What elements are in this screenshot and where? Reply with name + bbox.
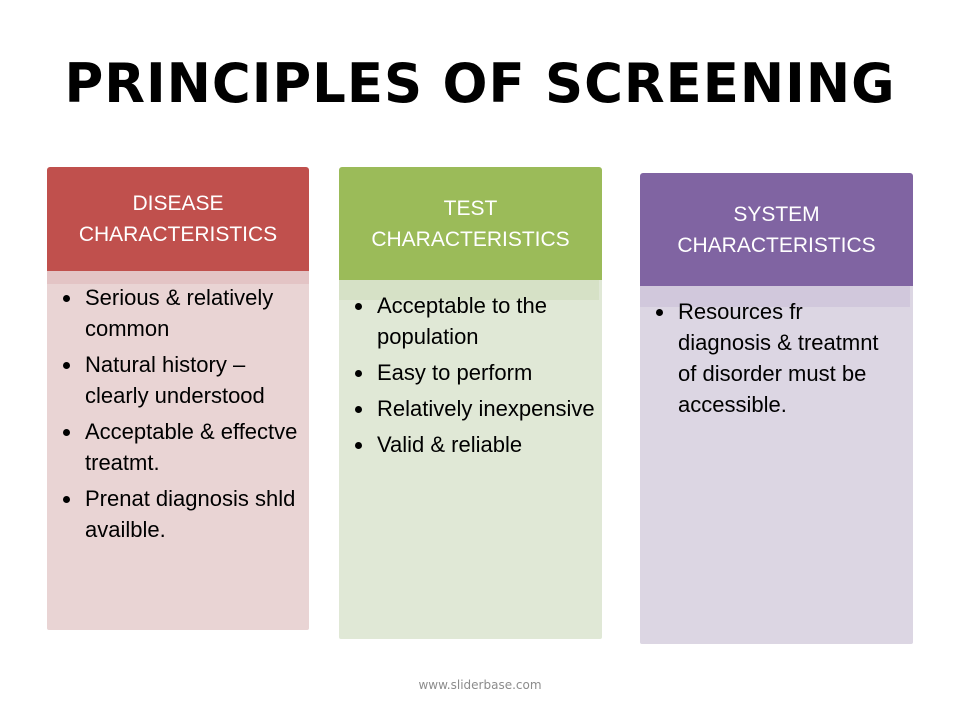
column-body	[640, 286, 913, 644]
list-item: Acceptable to the population	[353, 290, 598, 352]
test-characteristics-column: TEST CHARACTERISTICS Acceptable to the p…	[339, 167, 602, 639]
header-line-1: SYSTEM	[733, 202, 820, 226]
bullet-icon	[63, 429, 70, 436]
header-line-2: CHARACTERISTICS	[78, 223, 278, 246]
list-item: Prenat diagnosis shld availble.	[61, 483, 301, 545]
column-body	[339, 280, 602, 639]
bullet-icon	[656, 309, 663, 316]
bullet-icon	[355, 442, 362, 449]
footer-source: www.sliderbase.com	[418, 678, 542, 692]
bullet-icon	[63, 496, 70, 503]
list-item: Resources fr diagnosis & treatmnt of dis…	[654, 296, 899, 420]
bullet-icon	[63, 362, 70, 369]
column-header: TEST CHARACTERISTICS	[339, 167, 602, 280]
system-characteristics-column: SYSTEM CHARACTERISTICS Resources fr diag…	[640, 173, 913, 644]
header-line-1: TEST	[443, 196, 498, 220]
header-line-2: CHARACTERISTICS	[371, 227, 570, 251]
list-item: Easy to perform	[353, 357, 598, 388]
header-shadow-strip	[339, 280, 599, 300]
slide-title: PRINCIPLES OF SCREENING	[64, 52, 896, 115]
header-line-1: DISEASE	[132, 192, 224, 215]
list-item: Valid & reliable	[353, 429, 598, 460]
bullet-icon	[355, 303, 362, 310]
header-shadow-strip	[640, 286, 910, 307]
list-item: Serious & relatively common	[61, 282, 301, 344]
header-shadow-strip	[47, 271, 309, 284]
list-item: Relatively inexpensive	[353, 393, 598, 424]
bullet-icon	[355, 370, 362, 377]
list-item: Acceptable & effectve treatmt.	[61, 416, 301, 478]
column-header: SYSTEM CHARACTERISTICS	[640, 173, 913, 286]
bullet-list: Resources fr diagnosis & treatmnt of dis…	[654, 296, 899, 425]
bullet-list: Acceptable to the population Easy to per…	[353, 290, 598, 465]
column-body	[47, 271, 309, 630]
header-line-2: CHARACTERISTICS	[677, 233, 876, 257]
bullet-list: Serious & relatively common Natural hist…	[61, 282, 301, 550]
disease-characteristics-column: DISEASE CHARACTERISTICS Serious & relati…	[47, 167, 309, 630]
bullet-icon	[355, 406, 362, 413]
list-item: Natural history – clearly understood	[61, 349, 301, 411]
column-header: DISEASE CHARACTERISTICS	[47, 167, 309, 271]
bullet-icon	[63, 295, 70, 302]
